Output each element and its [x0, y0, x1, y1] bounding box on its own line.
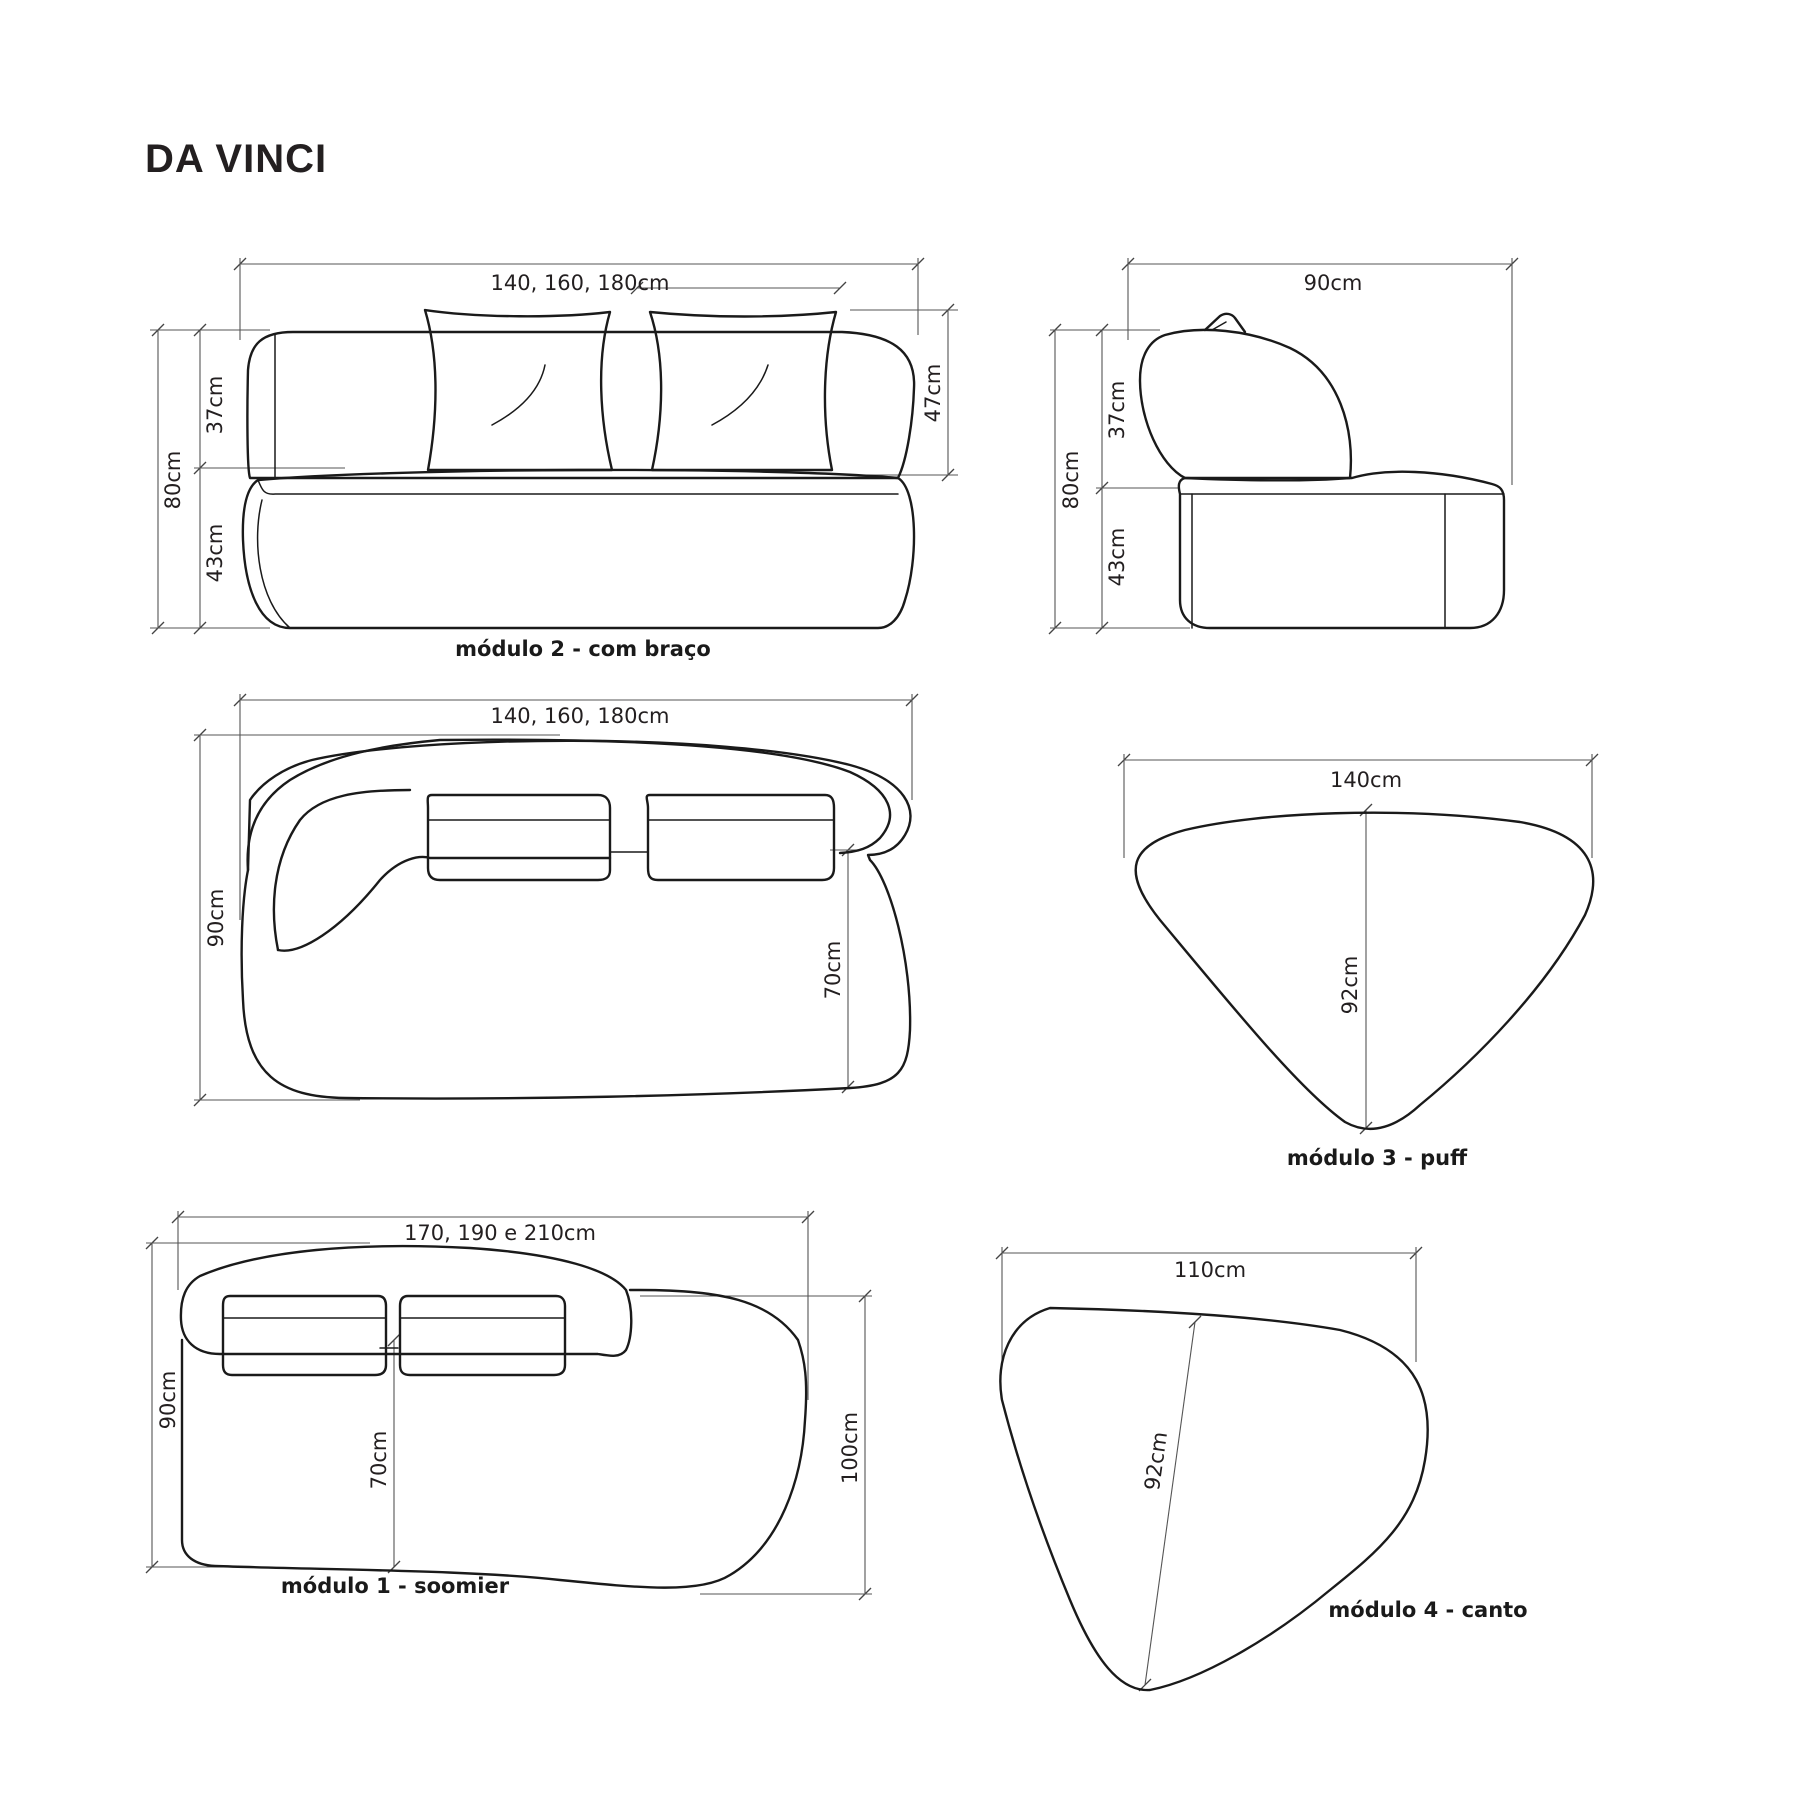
modulo1-left-depth-label: 90cm — [156, 1371, 180, 1430]
page-title: DA VINCI — [145, 137, 327, 181]
modulo2-side-seat-height-label: 43cm — [1105, 528, 1129, 587]
modulo1-dimensions — [145, 1210, 872, 1601]
modulo2-front-seat-height-label: 43cm — [203, 524, 227, 583]
modulo2-top-cushion-left — [426, 793, 612, 882]
modulo2-top-seat-depth-label: 70cm — [821, 941, 845, 1000]
modulo2-top-width-label: 140, 160, 180cm — [491, 704, 670, 728]
modulo3-puff-view: 140cm 92cm módulo 3 - puff — [1117, 753, 1599, 1170]
modulo2-front-width-label: 140, 160, 180cm — [491, 271, 670, 295]
modulo3-puff-outline — [1134, 811, 1595, 1131]
modulo3-depth-label: 92cm — [1338, 956, 1362, 1015]
modulo2-top-cushion-right — [645, 793, 836, 882]
modulo3-dimensions — [1117, 753, 1599, 1135]
modulo2-top-body — [240, 739, 912, 1100]
modulo1-soomier-view: 170, 190 e 210cm 90cm 70cm 100cm módulo … — [145, 1210, 872, 1601]
modulo4-canto-view: 110cm 92cm módulo 4 - canto — [995, 1246, 1528, 1692]
modulo1-right-depth-label: 100cm — [838, 1412, 862, 1484]
modulo2-front-dimensions — [150, 257, 958, 635]
modulo2-top-depth-label: 90cm — [204, 889, 228, 948]
modulo4-canto-outline — [999, 1306, 1429, 1692]
modulo2-caption: módulo 2 - com braço — [455, 637, 711, 661]
modulo2-top-view: 140, 160, 180cm 90cm 70cm — [193, 693, 919, 1107]
modulo1-seat-depth-label: 70cm — [367, 1431, 391, 1490]
modulo2-front-cushion-height-label: 47cm — [921, 364, 945, 423]
modulo2-front-cushion-left — [423, 308, 614, 472]
modulo3-caption: módulo 3 - puff — [1287, 1146, 1468, 1170]
modulo2-side-dimensions — [1048, 257, 1519, 635]
modulo3-width-label: 140cm — [1330, 768, 1402, 792]
modulo1-caption: módulo 1 - soomier — [281, 1574, 510, 1598]
modulo1-cushion-left — [221, 1294, 388, 1377]
modulo2-top-dimensions — [193, 693, 919, 1107]
modulo1-body — [180, 1288, 808, 1589]
modulo1-width-label: 170, 190 e 210cm — [404, 1221, 596, 1245]
modulo2-front-total-height-label: 80cm — [161, 451, 185, 510]
modulo2-front-back-height-label: 37cm — [203, 376, 227, 435]
modulo2-side-total-height-label: 80cm — [1059, 451, 1083, 510]
modulo2-side-depth-label: 90cm — [1304, 271, 1363, 295]
modulo2-front-backrest — [246, 330, 916, 480]
modulo4-caption: módulo 4 - canto — [1328, 1598, 1527, 1622]
modulo2-side-back-height-label: 37cm — [1105, 381, 1129, 440]
modulo4-depth-label: 92cm — [1140, 1430, 1172, 1492]
modulo4-width-label: 110cm — [1174, 1258, 1246, 1282]
modulo1-cushion-right — [398, 1294, 567, 1377]
modulo2-front-view: 140, 160, 180cm 80cm 37cm 43cm 47cm módu… — [150, 257, 958, 661]
modulo2-front-cushion-right — [648, 310, 838, 472]
modulo4-dimensions — [995, 1246, 1423, 1692]
modulo2-side-backrest — [1138, 328, 1353, 482]
modulo2-side-seat — [1177, 470, 1506, 630]
modulo2-side-view: 90cm 80cm 37cm 43cm — [1048, 257, 1519, 635]
modulo1-backrest — [179, 1244, 633, 1357]
modulo2-top-armrest-curve — [246, 738, 892, 872]
